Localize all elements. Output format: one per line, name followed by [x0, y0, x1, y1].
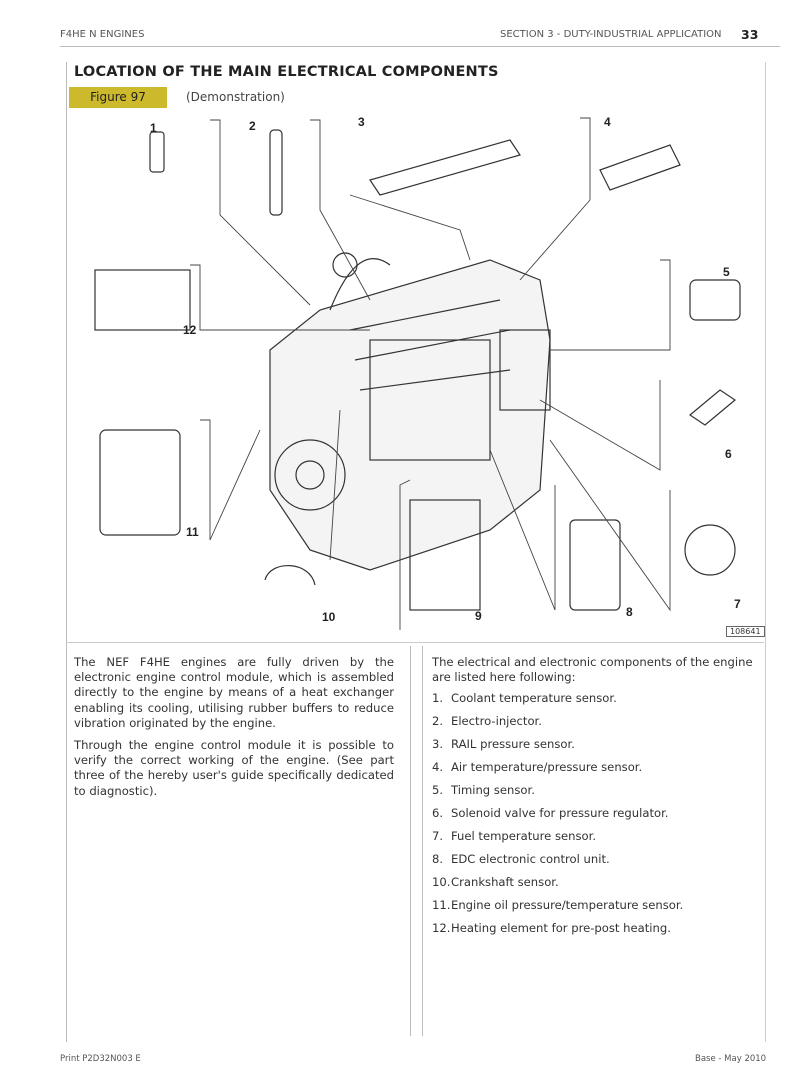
air-sensor [599, 144, 681, 191]
crank-sensor [264, 565, 316, 586]
item-text: Fuel temperature sensor. [451, 829, 597, 844]
item-number: 6. [432, 806, 444, 821]
oil-sensor [99, 429, 181, 536]
item-text: Timing sensor. [451, 783, 535, 798]
item-number: 3. [432, 737, 444, 752]
item-number: 2. [432, 714, 444, 729]
callout-2: 2 [249, 119, 256, 133]
components-list: 1. Coolant temperature sensor. 2. Electro-i… [432, 691, 757, 936]
list-item: 1. Coolant temperature sensor. [432, 691, 757, 706]
figure-reference-number: 108641 [726, 626, 765, 637]
callout-10: 10 [322, 610, 336, 624]
leader-lines [190, 117, 671, 630]
list-item: 12.Heating element for pre-post heating. [432, 921, 757, 936]
callout-4: 4 [604, 115, 611, 129]
paragraph: The NEF F4HE engines are fully driven by… [74, 655, 394, 730]
callout-3: 3 [358, 115, 365, 129]
solenoid-valve [684, 524, 736, 576]
item-text: RAIL pressure sensor. [451, 737, 575, 752]
fuel-filter [569, 519, 621, 611]
callout-8: 8 [626, 605, 633, 619]
item-number: 11. [432, 898, 451, 913]
engine-diagram: 1 2 3 4 5 6 7 8 9 10 11 12 [94, 115, 741, 630]
footer-edition: Base - May 2010 [695, 1054, 767, 1064]
item-text: Crankshaft sensor. [451, 875, 559, 890]
header-rule [60, 46, 780, 47]
paragraph: Through the engine control module it is … [74, 738, 394, 798]
coolant-sensor [149, 131, 165, 173]
list-intro: The electrical and electronic components… [432, 655, 753, 685]
callouts: 1 2 3 4 5 6 7 8 9 10 11 12 [150, 115, 741, 624]
column-divider [422, 646, 423, 1036]
list-item: 6. Solenoid valve for pressure regulator. [432, 806, 757, 821]
timing-sensor [689, 279, 741, 321]
list-item: 4. Air temperature/pressure sensor. [432, 760, 757, 775]
callout-12: 12 [183, 323, 197, 337]
components-column: The electrical and electronic components… [432, 655, 757, 944]
page-title: LOCATION OF THE MAIN ELECTRICAL COMPONEN… [74, 64, 499, 80]
rail [369, 139, 521, 196]
section-divider [66, 642, 764, 643]
heating-element [94, 269, 191, 331]
item-number: 10. [432, 875, 451, 890]
component-illustrations [94, 129, 741, 611]
header-section: SECTION 3 - DUTY-INDUSTRIAL APPLICATION [500, 29, 722, 40]
content-frame [66, 62, 766, 1042]
list-item: 5. Timing sensor. [432, 783, 757, 798]
list-item: 8. EDC electronic control unit. [432, 852, 757, 867]
item-text: Air temperature/pressure sensor. [451, 760, 643, 775]
callout-5: 5 [723, 265, 730, 279]
callout-6: 6 [725, 447, 732, 461]
item-text: Heating element for pre-post heating. [451, 921, 671, 936]
description-column: The NEF F4HE engines are fully driven by… [74, 655, 394, 806]
item-text: Electro-injector. [451, 714, 542, 729]
item-number: 12. [432, 921, 451, 936]
column-divider [410, 646, 411, 1036]
footer-print-code: Print P2D32N003 E [60, 1054, 141, 1064]
callout-11: 11 [186, 525, 199, 539]
callout-1: 1 [150, 121, 157, 135]
item-number: 1. [432, 691, 444, 706]
item-number: 4. [432, 760, 444, 775]
item-text: Solenoid valve for pressure regulator. [451, 806, 669, 821]
ecu [409, 499, 481, 611]
engine-illustration [269, 252, 551, 571]
injector [269, 129, 283, 216]
page-number: 33 [741, 27, 759, 42]
figure-caption: (Demonstration) [186, 90, 285, 104]
item-text: Engine oil pressure/temperature sensor. [451, 898, 684, 913]
list-item: 10.Crankshaft sensor. [432, 875, 757, 890]
list-item: 11.Engine oil pressure/temperature senso… [432, 898, 757, 913]
item-number: 5. [432, 783, 444, 798]
figure-label: Figure 97 [69, 87, 167, 108]
header-manual-title: F4HE N ENGINES [60, 29, 145, 40]
item-text: EDC electronic control unit. [451, 852, 610, 867]
list-item: 2. Electro-injector. [432, 714, 757, 729]
pressure-valve [688, 389, 737, 426]
callout-9: 9 [475, 609, 482, 623]
callout-7: 7 [734, 597, 741, 611]
item-number: 8. [432, 852, 444, 867]
item-text: Coolant temperature sensor. [451, 691, 617, 706]
item-number: 7. [432, 829, 444, 844]
list-item: 7. Fuel temperature sensor. [432, 829, 757, 844]
list-item: 3. RAIL pressure sensor. [432, 737, 757, 752]
